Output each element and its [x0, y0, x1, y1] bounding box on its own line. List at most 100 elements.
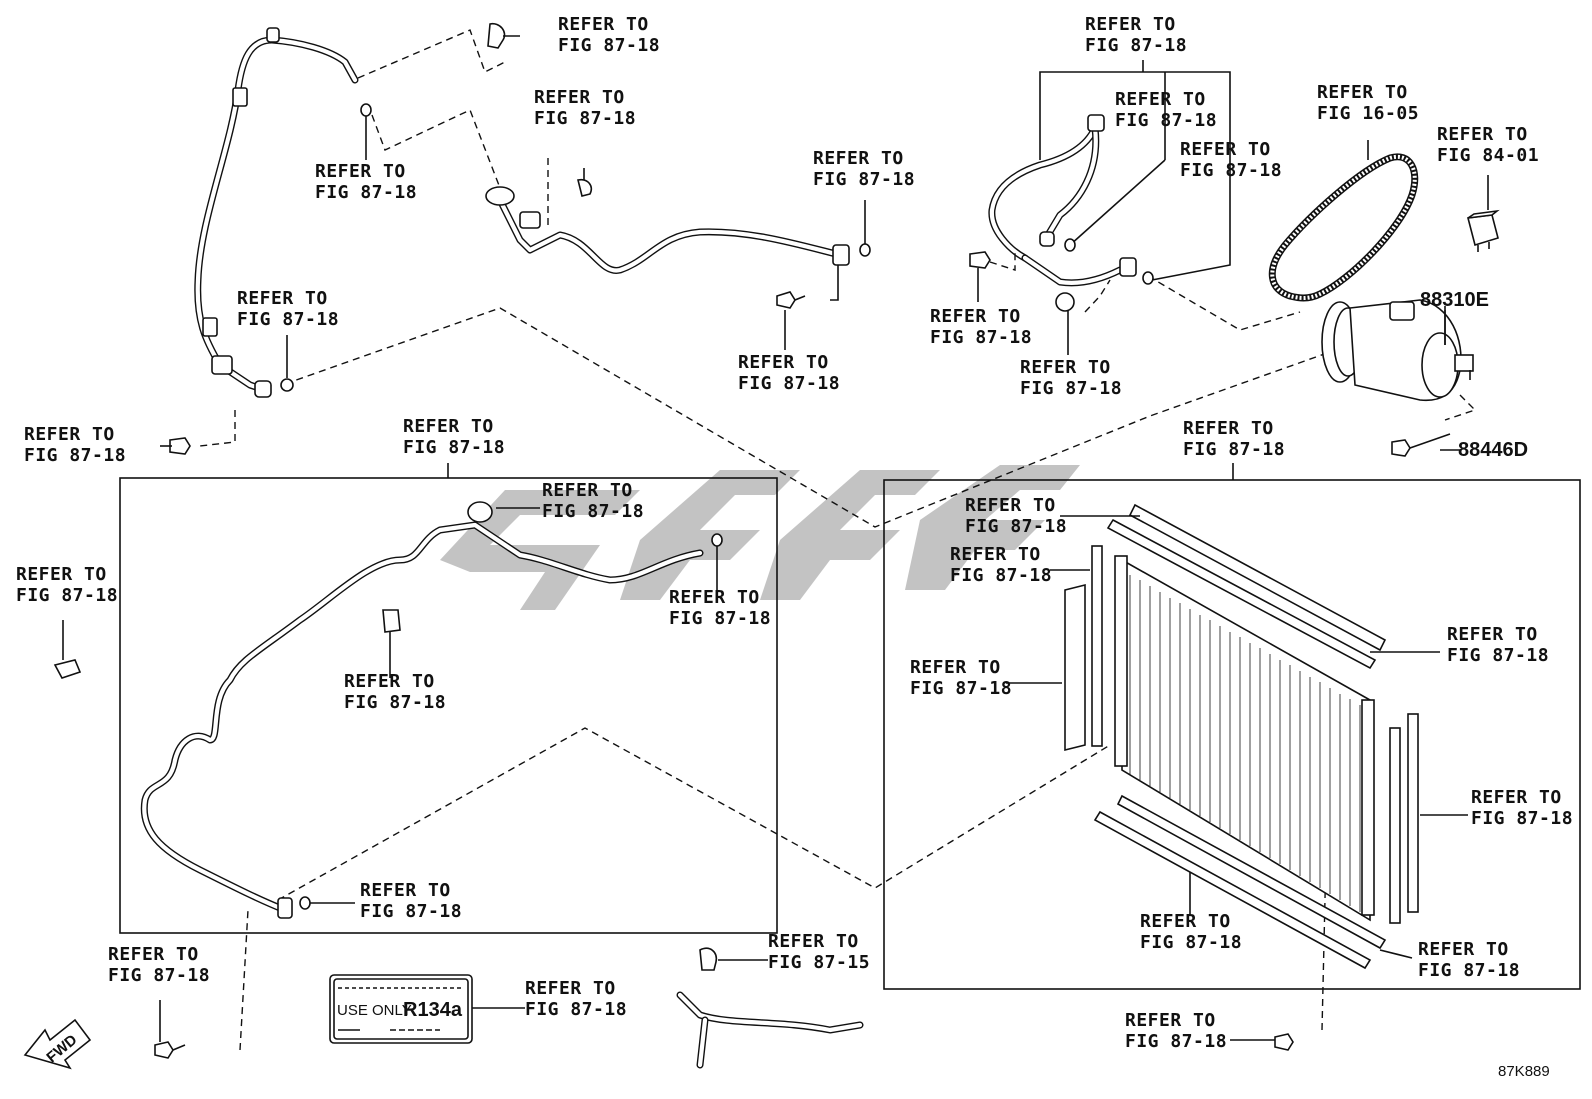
svg-text:FIG 87-18: FIG 87-18 [930, 327, 1032, 348]
liquid-pipe [140, 501, 704, 919]
svg-text:REFER TO: REFER TO [108, 944, 199, 965]
bolt-icon [776, 291, 806, 350]
watermark-logo [440, 465, 1080, 610]
o-ring-icon [711, 533, 723, 547]
seal-bottom-2 [1093, 810, 1372, 970]
service-valve-hose [676, 991, 864, 1069]
svg-text:REFER TO: REFER TO [669, 587, 760, 608]
svg-text:FIG 87-18: FIG 87-18 [669, 608, 771, 629]
bolt-icon [160, 437, 191, 455]
discharge-hose [194, 27, 359, 398]
refrigerant-label-sticker: USE ONLY R134a [329, 974, 525, 1044]
bolt-icon [969, 251, 991, 302]
svg-text:REFER TO: REFER TO [1020, 357, 1111, 378]
o-ring-icon [360, 103, 372, 117]
svg-text:REFER TO: REFER TO [24, 424, 115, 445]
o-ring-icon [299, 896, 311, 910]
svg-text:FIG 87-18: FIG 87-18 [1447, 645, 1549, 666]
svg-text:REFER TO: REFER TO [403, 416, 494, 437]
svg-text:REFER TO: REFER TO [1140, 911, 1231, 932]
svg-text:REFER TO: REFER TO [1418, 939, 1509, 960]
svg-text:FIG 87-18: FIG 87-18 [344, 692, 446, 713]
svg-text:REFER TO: REFER TO [738, 352, 829, 373]
svg-text:FIG 87-18: FIG 87-18 [237, 309, 339, 330]
svg-text:FIG 87-18: FIG 87-18 [558, 35, 660, 56]
bolt-icon [154, 1000, 186, 1059]
svg-text:FIG 87-18: FIG 87-18 [1115, 110, 1217, 131]
svg-text:REFER TO: REFER TO [1115, 89, 1206, 110]
clip-icon [53, 620, 82, 679]
fitting-icon [1055, 292, 1075, 355]
svg-text:REFER TO: REFER TO [525, 978, 616, 999]
svg-text:REFER TO: REFER TO [534, 87, 625, 108]
drive-belt [1268, 140, 1419, 302]
sticker-use-only: USE ONLY [337, 1002, 412, 1019]
clip-icon [382, 609, 401, 678]
o-ring-icon [1064, 238, 1076, 252]
relay-icon [1466, 175, 1500, 252]
svg-text:REFER TO: REFER TO [930, 306, 1021, 327]
svg-text:FIG 87-18: FIG 87-18 [1418, 960, 1520, 981]
dashed-connector-2 [277, 727, 1111, 901]
svg-text:FIG 87-15: FIG 87-15 [768, 952, 870, 973]
compressor-icon [1321, 299, 1474, 402]
svg-text:FIG 87-18: FIG 87-18 [24, 445, 126, 466]
svg-text:REFER TO: REFER TO [768, 931, 859, 952]
svg-text:FIG 84-01: FIG 84-01 [1437, 145, 1539, 166]
svg-text:FIG 87-18: FIG 87-18 [1085, 35, 1187, 56]
svg-text:REFER TO: REFER TO [1125, 1010, 1216, 1031]
svg-text:REFER TO: REFER TO [950, 544, 1041, 565]
figure-code: 87K889 [1498, 1063, 1550, 1080]
svg-text:REFER TO: REFER TO [558, 14, 649, 35]
svg-text:REFER TO: REFER TO [1183, 418, 1274, 439]
svg-text:FIG 87-18: FIG 87-18 [542, 501, 644, 522]
svg-text:REFER TO: REFER TO [1437, 124, 1528, 145]
svg-text:FIG 87-18: FIG 87-18 [950, 565, 1052, 586]
svg-text:FIG 87-18: FIG 87-18 [1183, 439, 1285, 460]
part-number-compressor: 88310E [1420, 289, 1489, 311]
svg-text:REFER TO: REFER TO [965, 495, 1056, 516]
svg-text:REFER TO: REFER TO [1085, 14, 1176, 35]
seal-left-2 [1064, 583, 1086, 752]
seal-top-1 [1128, 503, 1387, 652]
svg-text:FIG 16-05: FIG 16-05 [1317, 103, 1419, 124]
svg-text:FIG 87-18: FIG 87-18 [1020, 378, 1122, 399]
o-ring-icon [1142, 271, 1154, 285]
svg-text:REFER TO: REFER TO [16, 564, 107, 585]
condenser-icon [1114, 555, 1375, 922]
svg-text:FIG 87-18: FIG 87-18 [534, 108, 636, 129]
seal-top-2 [1106, 518, 1377, 670]
svg-text:FIG 87-18: FIG 87-18 [965, 516, 1067, 537]
svg-text:REFER TO: REFER TO [360, 880, 451, 901]
svg-text:FIG 87-18: FIG 87-18 [108, 965, 210, 986]
svg-text:REFER TO: REFER TO [237, 288, 328, 309]
svg-text:FIG 87-18: FIG 87-18 [1125, 1031, 1227, 1052]
svg-text:REFER TO: REFER TO [813, 148, 904, 169]
svg-text:FIG 87-18: FIG 87-18 [1180, 160, 1282, 181]
svg-text:REFER TO: REFER TO [1471, 787, 1562, 808]
svg-text:FIG 87-18: FIG 87-18 [315, 182, 417, 203]
o-ring-icon [859, 243, 871, 257]
fitting-top-icon [487, 22, 520, 49]
seal-right-2 [1407, 713, 1419, 913]
seal-right-1 [1389, 727, 1401, 924]
